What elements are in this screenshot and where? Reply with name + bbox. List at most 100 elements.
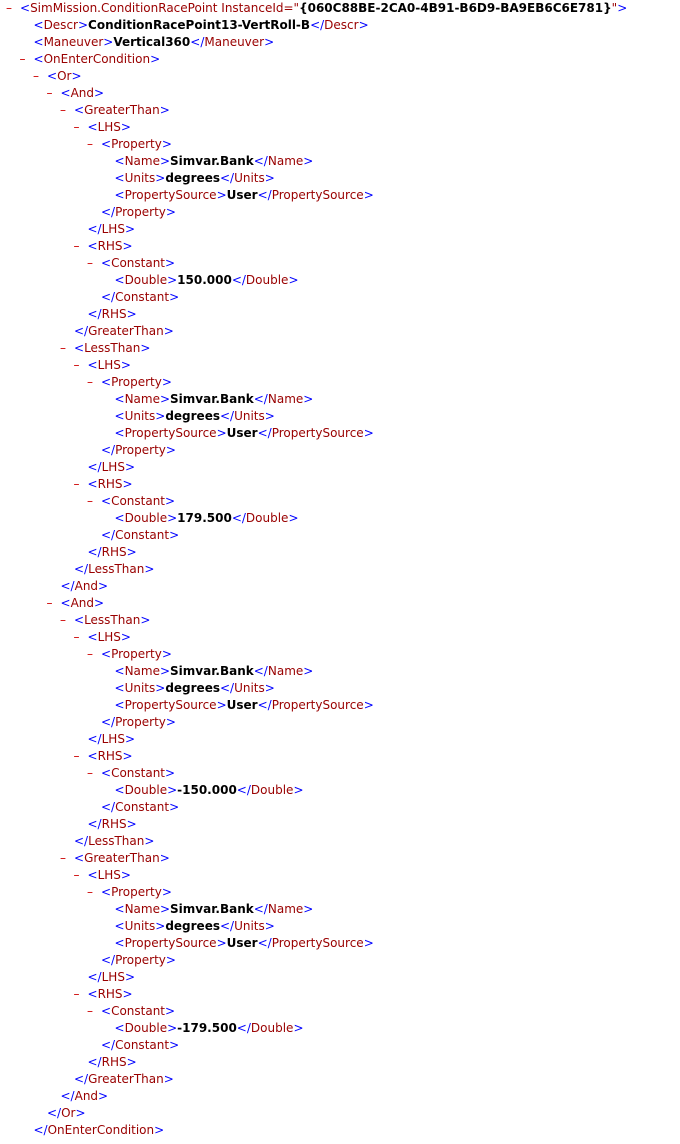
collapse-toggle-icon[interactable]: – <box>87 375 93 389</box>
xml-line-content: <Constant> <box>101 1003 175 1020</box>
collapse-toggle-icon[interactable]: – <box>73 120 80 134</box>
xml-bracket: </ <box>257 188 272 202</box>
xml-bracket: </ <box>74 1072 89 1086</box>
xml-bracket: > <box>161 647 172 661</box>
collapse-toggle-icon[interactable]: – <box>73 630 80 644</box>
collapse-toggle-icon[interactable]: – <box>33 69 39 83</box>
collapse-toggle-icon[interactable]: – <box>60 341 66 355</box>
xml-bracket: < <box>101 885 112 899</box>
xml-bracket: < <box>114 783 125 797</box>
collapse-toggle-icon[interactable]: – <box>73 477 80 491</box>
xml-bracket: > <box>122 239 133 253</box>
xml-bracket: > <box>159 902 171 916</box>
xml-tag-name: Double <box>250 783 294 797</box>
xml-bracket: < <box>101 1004 112 1018</box>
xml-bracket: </ <box>219 919 235 933</box>
collapse-toggle-icon[interactable]: – <box>73 239 80 253</box>
xml-line-content: <Name>Simvar.Bank</Name> <box>115 663 314 680</box>
xml-tag-name: Double <box>250 1021 294 1035</box>
collapse-toggle-icon[interactable]: – <box>73 868 80 882</box>
xml-bracket: > <box>155 681 166 695</box>
xml-bracket: </ <box>74 834 89 848</box>
xml-line-content: </RHS> <box>88 1054 137 1071</box>
xml-tag-name: RHS <box>97 987 123 1001</box>
xml-text-value: -150.000 <box>177 783 237 797</box>
xml-line-content: <Double>179.500</Double> <box>115 510 299 527</box>
xml-tag-name: Name <box>124 664 160 678</box>
xml-attribute-value: {060C88BE-2CA0-4B91-B6D9-BA9EB6C6E781} <box>299 1 612 15</box>
xml-line-content: </LHS> <box>88 969 136 986</box>
xml-tag-name: Units <box>234 919 265 933</box>
xml-bracket: > <box>264 409 275 423</box>
xml-bracket: < <box>101 137 112 151</box>
xml-tag-name: LHS <box>97 868 121 882</box>
xml-line-content: </LHS> <box>88 221 136 238</box>
collapse-toggle-icon[interactable]: – <box>73 358 80 372</box>
xml-bracket: > <box>169 800 180 814</box>
xml-bracket: > <box>165 256 176 270</box>
xml-bracket: > <box>169 1038 180 1052</box>
collapse-toggle-icon[interactable]: – <box>87 137 93 151</box>
xml-bracket: < <box>101 375 112 389</box>
xml-tag-name: LHS <box>101 222 125 236</box>
collapse-toggle-icon[interactable]: – <box>60 851 66 865</box>
xml-line-content: <RHS> <box>88 748 133 765</box>
xml-line-content: </LessThan> <box>74 561 154 578</box>
xml-line-content: </Constant> <box>101 799 179 816</box>
xml-bracket: > <box>165 443 176 457</box>
collapse-toggle-icon[interactable]: – <box>87 885 93 899</box>
xml-bracket: < <box>114 681 125 695</box>
xml-bracket: > <box>122 477 133 491</box>
xml-tag-name: Constant <box>111 766 166 780</box>
xml-line-content: </And> <box>61 578 109 595</box>
xml-bracket: </ <box>231 273 246 287</box>
collapse-toggle-icon[interactable]: – <box>87 494 93 508</box>
xml-bracket: > <box>98 579 109 593</box>
xml-text-value: User <box>226 936 258 950</box>
xml-bracket: < <box>114 171 125 185</box>
collapse-toggle-icon[interactable]: – <box>60 613 66 627</box>
collapse-toggle-icon[interactable]: – <box>46 86 53 100</box>
xml-bracket: </ <box>101 443 116 457</box>
xml-line-content: </LHS> <box>88 459 136 476</box>
xml-bracket: </ <box>219 681 235 695</box>
xml-bracket: > <box>94 596 105 610</box>
xml-tag-name: Property <box>111 647 162 661</box>
xml-line-content: <LHS> <box>88 629 131 646</box>
collapse-toggle-icon[interactable]: – <box>73 987 80 1001</box>
collapse-toggle-icon[interactable]: – <box>73 749 80 763</box>
xml-tag-name: Property <box>115 715 166 729</box>
xml-tag-name: Double <box>245 273 289 287</box>
xml-tag-name: Constant <box>115 800 170 814</box>
xml-bracket: </ <box>87 460 102 474</box>
xml-bracket: > <box>165 1004 176 1018</box>
xml-text-value: 150.000 <box>177 273 232 287</box>
collapse-toggle-icon[interactable]: – <box>60 103 66 117</box>
collapse-toggle-icon[interactable]: – <box>87 256 93 270</box>
xml-text-value: User <box>226 188 258 202</box>
xml-line-content: <Name>Simvar.Bank</Name> <box>115 391 314 408</box>
collapse-toggle-icon[interactable]: – <box>87 1004 93 1018</box>
collapse-toggle-icon[interactable]: – <box>6 1 12 15</box>
collapse-toggle-icon[interactable]: – <box>87 766 93 780</box>
xml-bracket: > <box>159 103 170 117</box>
xml-line-content: <Double>150.000</Double> <box>115 272 299 289</box>
collapse-toggle-icon[interactable]: – <box>46 596 53 610</box>
xml-bracket: > <box>140 613 151 627</box>
collapse-toggle-icon[interactable]: – <box>19 52 26 66</box>
collapse-toggle-icon[interactable]: – <box>87 647 93 661</box>
xml-bracket: > <box>120 120 131 134</box>
xml-line-content: </OnEnterCondition> <box>34 1122 165 1139</box>
xml-bracket: > <box>288 511 299 525</box>
xml-bracket: > <box>363 698 374 712</box>
xml-line-content: <GreaterThan> <box>74 102 170 119</box>
xml-bracket: > <box>293 783 304 797</box>
xml-bracket: < <box>87 358 98 372</box>
xml-bracket: < <box>87 987 98 1001</box>
xml-bracket: > <box>303 392 314 406</box>
xml-bracket: > <box>150 52 161 66</box>
xml-text-value: degrees <box>165 919 220 933</box>
xml-bracket: > <box>363 936 374 950</box>
xml-line-content: <Property> <box>101 646 172 663</box>
xml-bracket: > <box>159 154 171 168</box>
